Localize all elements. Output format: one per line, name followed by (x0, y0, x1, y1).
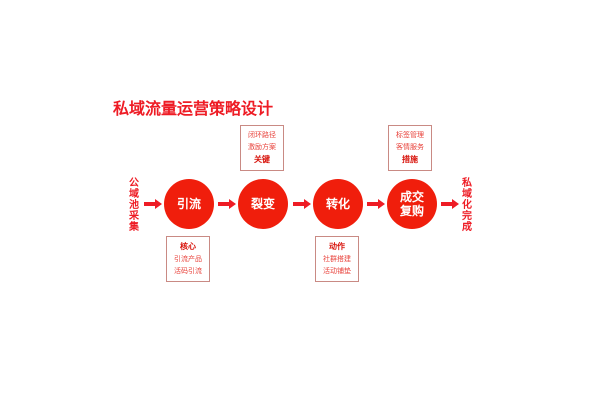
info-box-key: 闭环路径 激励方案 关键 (240, 125, 284, 171)
box-item: 社群搭建 (323, 255, 351, 263)
step-label: 转化 (325, 197, 350, 211)
step-label-line1: 成交 (399, 190, 424, 204)
box-item: 闭环路径 (248, 131, 276, 139)
box-heading: 核心 (180, 242, 196, 251)
box-item: 活动铺垫 (323, 267, 351, 275)
box-item: 引流产品 (174, 255, 202, 263)
box-item: 活码引流 (174, 267, 202, 275)
step-circle-deal-repurchase: 成交 复购 (387, 179, 437, 229)
step-label: 裂变 (250, 197, 275, 211)
step-label-line2: 复购 (399, 204, 424, 218)
box-heading: 动作 (329, 242, 345, 251)
step-circle-conversion: 转化 (313, 179, 363, 229)
info-box-core: 核心 引流产品 活码引流 (166, 236, 210, 282)
end-label: 私域化完成 (462, 178, 472, 233)
right-arrow-icon (144, 199, 162, 209)
diagram-title: 私域流量运营策略设计 (113, 99, 274, 118)
right-arrow-icon (441, 199, 459, 209)
box-item: 标签管理 (396, 131, 424, 139)
info-box-action: 动作 社群搭建 活动铺垫 (315, 236, 359, 282)
box-item: 激励方案 (248, 143, 276, 151)
box-heading: 措施 (402, 155, 418, 164)
box-item: 客情服务 (396, 143, 424, 151)
right-arrow-icon (218, 199, 236, 209)
right-arrow-icon (293, 199, 311, 209)
step-circle-attract: 引流 (164, 179, 214, 229)
right-arrow-icon (367, 199, 385, 209)
box-heading: 关键 (254, 155, 270, 164)
step-label: 引流 (176, 197, 201, 211)
step-circle-fission: 裂变 (238, 179, 288, 229)
start-label: 公域池采集 (129, 178, 139, 233)
info-box-measures: 标签管理 客情服务 措施 (388, 125, 432, 171)
